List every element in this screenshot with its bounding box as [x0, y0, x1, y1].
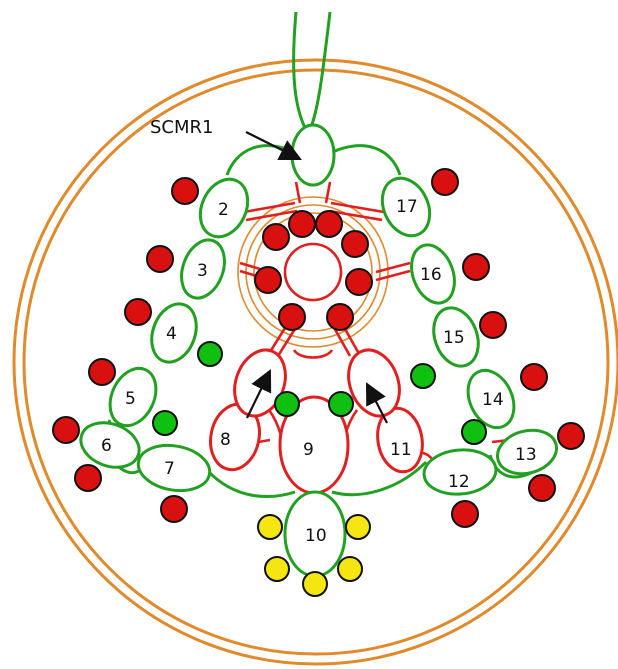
- red-bead: [74, 464, 102, 492]
- yellow-beads: [257, 514, 371, 597]
- outer-ring-inner: [22, 68, 610, 656]
- chain-top-right: [325, 144, 402, 176]
- ring-label-5: 5: [125, 389, 136, 409]
- ring-3: [180, 238, 226, 300]
- red-bead: [262, 223, 290, 251]
- ring-scmr1: [290, 123, 336, 187]
- scmr1-arrow: [245, 131, 302, 160]
- green-bead: [274, 391, 300, 417]
- ring-label-17: 17: [396, 197, 418, 217]
- red-bead: [171, 177, 199, 205]
- hanging-thread-right: [308, 11, 332, 131]
- red-bead: [431, 168, 459, 196]
- ring-label-14: 14: [482, 390, 504, 410]
- yellow-bead: [337, 556, 363, 582]
- yellow-bead: [345, 514, 371, 540]
- center-ring-3: [253, 212, 373, 332]
- ring-6: [79, 421, 141, 469]
- yellow-bead: [302, 571, 328, 597]
- ring-2: [198, 177, 250, 239]
- red-bead: [345, 268, 373, 296]
- red-bead: [88, 358, 116, 386]
- red-bead: [451, 500, 479, 528]
- green-bead: [197, 341, 223, 367]
- yellow-bead: [264, 556, 290, 582]
- bridge-2-bottom: [245, 209, 298, 222]
- ring-label-3: 3: [197, 261, 208, 281]
- center-ring: [283, 242, 343, 302]
- ring-label-8: 8: [220, 430, 231, 450]
- ring-13: [496, 428, 558, 476]
- ring-label-10: 10: [305, 526, 327, 546]
- red-bead: [254, 266, 282, 294]
- green-bead: [152, 410, 178, 436]
- outer-frame: [12, 58, 618, 666]
- red-bead: [528, 474, 556, 502]
- red-bead: [315, 210, 343, 238]
- outer-ring-outer: [12, 58, 618, 666]
- ring-17: [380, 176, 432, 238]
- red-bead: [326, 303, 354, 331]
- red-bead: [341, 230, 369, 258]
- yellow-bead: [257, 514, 283, 540]
- red-bead: [278, 303, 306, 331]
- red-bead: [160, 495, 188, 523]
- ring-16: [410, 243, 456, 305]
- ring-12: [422, 448, 498, 496]
- red-beads: [52, 168, 585, 528]
- ring-7: [136, 443, 212, 493]
- ring-label-6: 6: [101, 436, 112, 456]
- red-bead: [146, 245, 174, 273]
- hanging-thread-left: [292, 11, 308, 131]
- red-bead: [520, 363, 548, 391]
- green-beads: [152, 341, 487, 445]
- arrow-8: [246, 369, 272, 419]
- ring-15: [432, 306, 480, 368]
- ring-label-12: 12: [448, 472, 470, 492]
- chain-top-left: [225, 144, 301, 176]
- red-bead: [479, 311, 507, 339]
- center-ring-1: [237, 196, 389, 348]
- bridge-2-top: [243, 201, 296, 214]
- arrows: [245, 131, 388, 424]
- beads: [52, 168, 585, 597]
- ring-label-15: 15: [443, 328, 465, 348]
- ring-label-4: 4: [166, 324, 177, 344]
- green-bead: [410, 363, 436, 389]
- ring-14: [466, 368, 516, 430]
- ring-labels: 2 3 4 5 6 7 8 9 10 11 12 13 14 15 16 17: [101, 197, 537, 546]
- ring-4: [150, 302, 198, 364]
- green-bead: [461, 419, 487, 445]
- ring-label-16: 16: [420, 265, 442, 285]
- chain-bottom-left: [205, 468, 296, 498]
- red-bead: [557, 422, 585, 450]
- red-bead: [52, 416, 80, 444]
- central-loops: [283, 242, 343, 302]
- ring-label-11: 11: [390, 440, 412, 460]
- ring-label-7: 7: [164, 459, 175, 479]
- chain-bottom-right: [331, 460, 428, 497]
- red-bead: [288, 210, 316, 238]
- ring-label-9: 9: [303, 440, 314, 460]
- ring-label-2: 2: [218, 200, 229, 220]
- arrow-11: [365, 382, 388, 424]
- scmr1-label: SCMR1: [150, 117, 213, 138]
- rings: [79, 123, 558, 578]
- red-bead: [124, 298, 152, 326]
- red-bead: [462, 253, 490, 281]
- ring-label-13: 13: [515, 445, 537, 465]
- ring-5: [108, 366, 158, 428]
- green-bead: [328, 391, 354, 417]
